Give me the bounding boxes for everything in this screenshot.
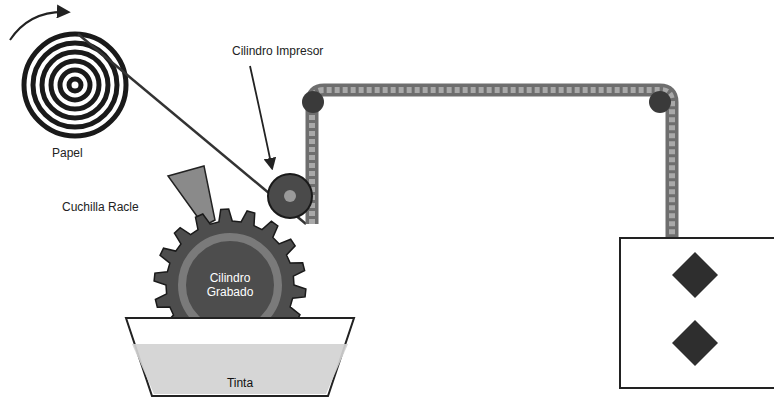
rotation-arrow bbox=[10, 12, 68, 40]
ink bbox=[132, 344, 348, 394]
ink-label: Tinta bbox=[227, 376, 253, 390]
tray-body bbox=[126, 318, 354, 396]
ink-tray: Tinta bbox=[126, 318, 354, 398]
printed-diamond bbox=[672, 252, 718, 298]
cylinder-label: Cilindro Grabado bbox=[194, 271, 266, 300]
output-sheet bbox=[620, 238, 774, 388]
pointer-arrow bbox=[250, 66, 272, 168]
part-label: Papel bbox=[52, 146, 83, 160]
paper-roll bbox=[24, 34, 126, 136]
impression-cylinder-hub bbox=[284, 190, 296, 202]
paper-band bbox=[312, 90, 672, 240]
guide-roller bbox=[649, 91, 671, 113]
impression-cylinder bbox=[268, 174, 312, 218]
part-label: Cilindro Impresor bbox=[232, 44, 323, 58]
doctor-blade bbox=[168, 166, 215, 226]
printed-diamond bbox=[672, 320, 718, 366]
paper-band-texture bbox=[312, 90, 672, 240]
guide-roller bbox=[302, 91, 324, 113]
part-label: Cuchilla Racle bbox=[62, 200, 139, 214]
